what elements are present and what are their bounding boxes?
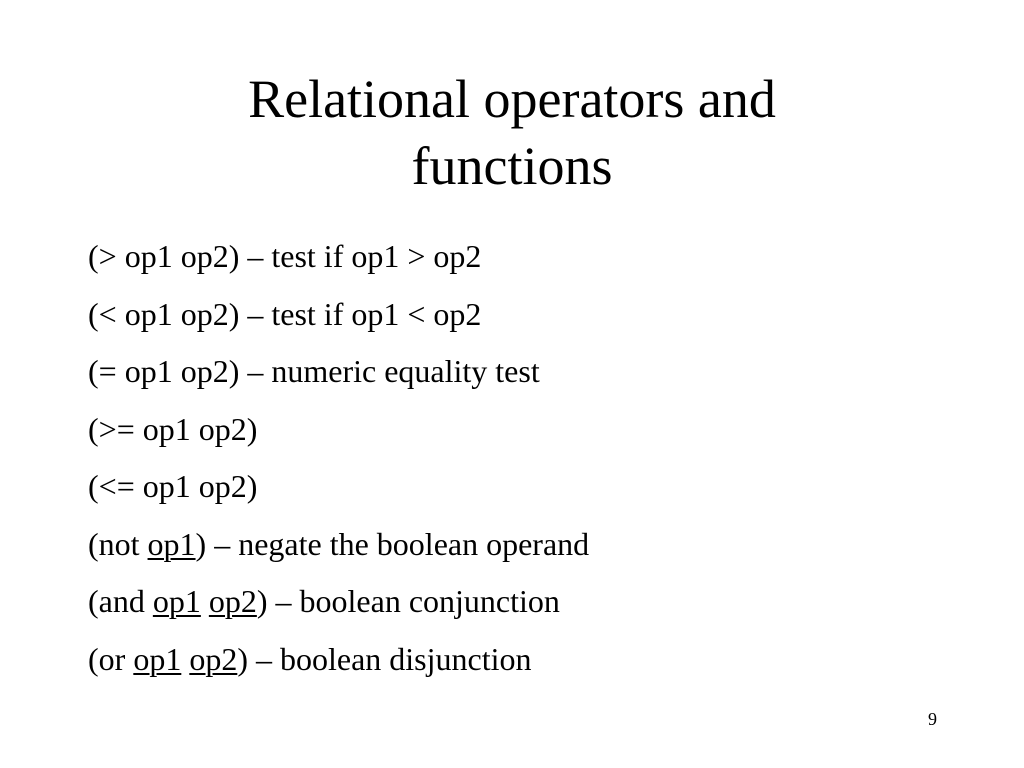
operand-op1: op1: [133, 640, 182, 677]
line-prefix: (or: [88, 640, 134, 677]
line-text: (< op1 op2) – test if op1 < op2: [88, 295, 482, 332]
line-prefix: (not: [88, 525, 148, 562]
operator-list: (> op1 op2) – test if op1 > op2 (< op1 o…: [88, 232, 589, 692]
line-suffix: ) – boolean conjunction: [256, 583, 560, 619]
slide-title: Relational operators and functions: [0, 66, 1024, 200]
slide-title-line-1: Relational operators and: [248, 69, 776, 129]
line-text: (= op1 op2) – numeric equality test: [88, 353, 540, 389]
slide-title-line-2: functions: [411, 136, 613, 196]
operand-op2: op2: [189, 640, 238, 677]
line-less-or-equal: (<= op1 op2): [88, 462, 589, 520]
line-equal: (= op1 op2) – numeric equality test: [88, 347, 589, 405]
operand-separator: [201, 583, 209, 619]
line-text: (<= op1 op2): [88, 468, 258, 504]
line-text: (> op1 op2) – test if op1 > op2: [88, 238, 482, 274]
operand-op1: op1: [152, 583, 201, 619]
operand-op1: op1: [147, 525, 196, 562]
page-number: 9: [928, 709, 937, 729]
line-greater-than: (> op1 op2) – test if op1 > op2: [88, 232, 589, 290]
line-suffix: ) – negate the boolean operand: [195, 525, 590, 562]
line-text: (>= op1 op2): [88, 410, 258, 447]
line-less-than: (< op1 op2) – test if op1 < op2: [88, 290, 589, 348]
line-greater-or-equal: (>= op1 op2): [88, 405, 589, 463]
line-or: (or op1 op2) – boolean disjunction: [88, 635, 589, 693]
operand-op2: op2: [208, 583, 257, 619]
line-not: (not op1) – negate the boolean operand: [88, 520, 589, 578]
line-prefix: (and: [88, 583, 153, 619]
line-and: (and op1 op2) – boolean conjunction: [88, 577, 589, 635]
line-suffix: ) – boolean disjunction: [237, 640, 532, 677]
